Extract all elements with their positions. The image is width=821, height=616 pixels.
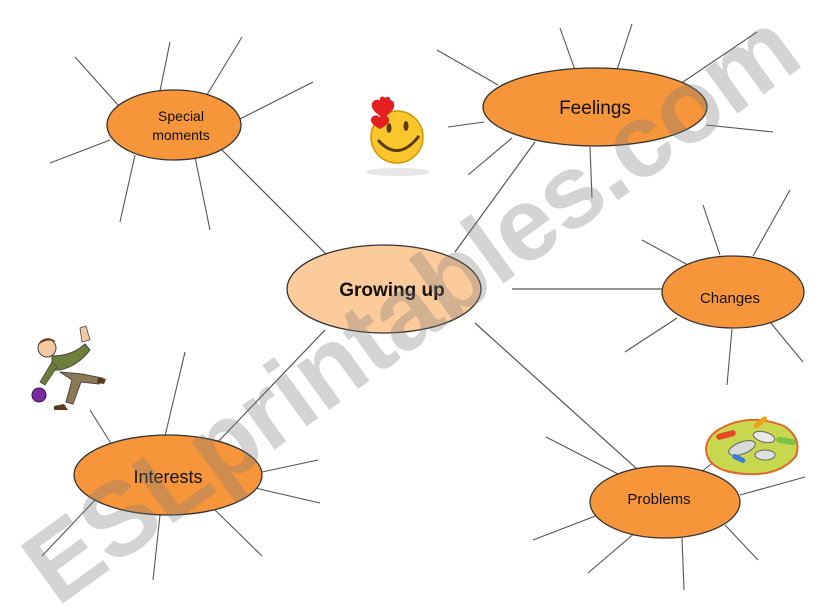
spoke <box>546 437 620 475</box>
node-feelings: Feelings <box>483 68 707 146</box>
node-label-interests: Interests <box>133 467 202 487</box>
bowler-shirt <box>52 344 90 370</box>
spoke <box>725 525 758 560</box>
center-node: Growing up <box>287 245 481 333</box>
spoke <box>642 240 688 265</box>
spoke <box>215 510 262 556</box>
spoke <box>682 538 684 590</box>
bowler-shoe <box>97 377 106 384</box>
center-label: Growing up <box>339 280 445 301</box>
spoke <box>262 460 318 472</box>
bowler-legs <box>60 372 102 404</box>
bowler-shoe <box>54 404 68 410</box>
node-label-changes: Changes <box>700 290 760 307</box>
spoke <box>75 57 118 105</box>
spoke <box>195 157 210 230</box>
spoke <box>680 32 757 84</box>
spoke <box>706 125 773 132</box>
spoke <box>625 318 677 352</box>
connector-feelings <box>455 142 535 252</box>
bowler-head <box>38 339 56 357</box>
connector-interests <box>215 330 325 445</box>
smiley-eye <box>404 121 409 131</box>
spoke <box>205 37 242 98</box>
spoke <box>90 410 112 445</box>
spoke <box>703 205 720 255</box>
node-label-special-line-2: moments <box>152 127 210 143</box>
node-label-feelings: Feelings <box>559 98 631 119</box>
spoke <box>255 488 320 503</box>
spoke <box>727 329 732 385</box>
spoke <box>468 138 512 175</box>
spoke <box>590 147 592 198</box>
spoke <box>740 477 805 495</box>
node-label-problems: Problems <box>627 491 690 508</box>
spoke <box>160 42 170 91</box>
spoke <box>165 352 185 436</box>
spoke <box>42 500 95 556</box>
smiley-hearts-picture <box>366 97 430 176</box>
node-changes: Changes <box>662 256 804 328</box>
spoke <box>238 82 313 120</box>
spoke <box>560 28 575 70</box>
connector-problems <box>475 323 638 470</box>
bowler-arm-back <box>40 362 57 385</box>
spoke <box>753 190 790 256</box>
spoke <box>533 515 598 540</box>
node-problems: Problems <box>590 466 740 538</box>
pill-icon <box>755 450 775 460</box>
spoke <box>617 24 632 70</box>
smiley-shadow <box>366 168 430 176</box>
spoke <box>448 122 484 127</box>
connector-special-moments <box>222 150 330 258</box>
bowler-arm <box>80 326 90 342</box>
node-label-special-line-1: Special <box>158 108 204 124</box>
smiley-eye <box>387 123 392 133</box>
spoke <box>437 50 498 85</box>
spoke <box>120 155 135 222</box>
pills-plate-picture <box>706 415 798 474</box>
node-interests: Interests <box>74 435 262 515</box>
spoke <box>50 140 110 163</box>
bowling-man-picture <box>32 326 106 410</box>
spoke <box>153 515 160 580</box>
bowling-ball-icon <box>32 388 46 402</box>
spoke <box>770 322 803 362</box>
spoke <box>588 532 636 573</box>
node-special-moments: Special moments <box>107 90 241 160</box>
